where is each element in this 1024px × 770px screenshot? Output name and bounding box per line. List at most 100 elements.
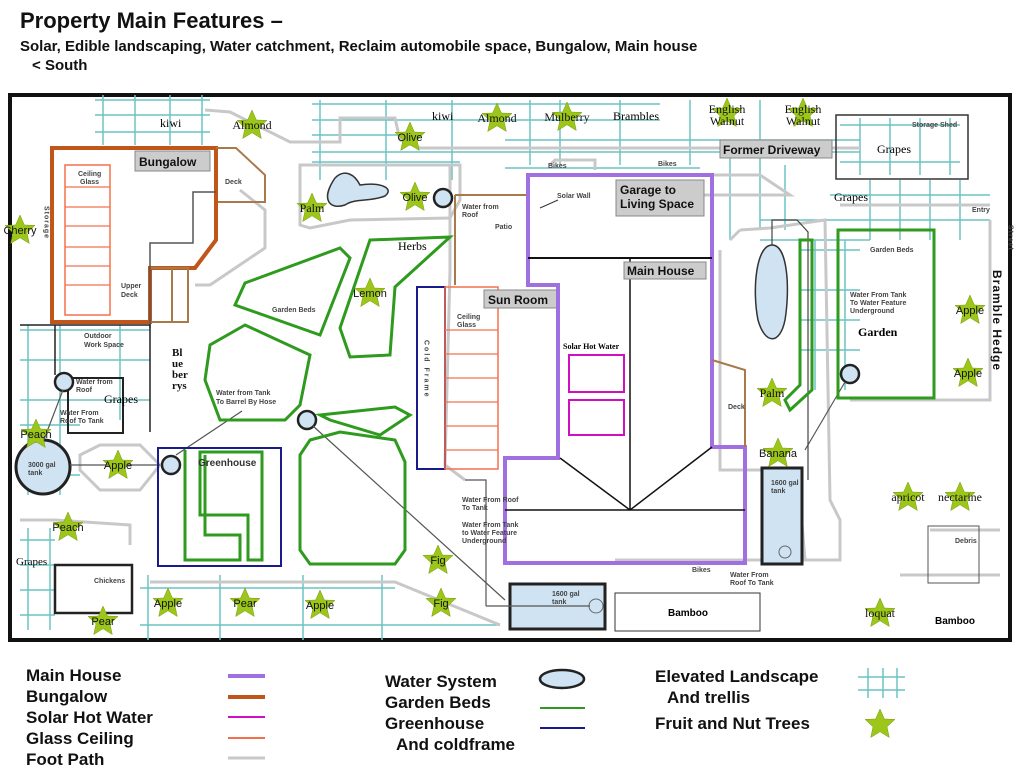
barrel-hose-label: To Barrel By Hose <box>216 399 276 406</box>
entry-label: Entry <box>972 207 990 214</box>
tree-apple: Apple <box>304 589 336 619</box>
chicken-coop <box>53 563 134 615</box>
tree-label: loquat <box>865 606 896 620</box>
tree-apple: Apple <box>102 449 134 479</box>
legend-coldframe: And coldframe <box>396 735 515 754</box>
roof-to-tank-label: Roof To Tank <box>60 418 104 425</box>
tank-label: 1600 gal <box>552 591 580 598</box>
direction-indicator: < South <box>32 57 87 74</box>
ceiling-glass-label: Glass <box>80 179 99 186</box>
patio-label: Patio <box>495 224 512 231</box>
tank-feature-label: Water From Tank <box>462 522 519 529</box>
bamboo-label: Bamboo <box>668 608 708 619</box>
garden-beds-label: Garden Beds <box>272 307 316 314</box>
property-boundary <box>8 93 1012 642</box>
roof-to-tank-label: To Tank <box>462 505 488 512</box>
rain-barrel <box>839 363 861 385</box>
tree-label: Almond <box>232 118 271 132</box>
rain-barrel <box>432 187 454 209</box>
tree-apple: Apple <box>954 294 986 324</box>
tree-palm: Palm <box>296 192 328 222</box>
tree-apple: Apple <box>152 587 184 617</box>
tree-peach: Peach <box>52 511 84 541</box>
herbs-label: Herbs <box>398 239 427 253</box>
roof-to-tank-label: Roof To Tank <box>730 580 774 587</box>
page-title: Property Main Features – <box>20 8 283 33</box>
legend-bungalow: Bungalow <box>26 687 108 706</box>
tree-label: Palm <box>760 386 785 400</box>
legend-garden-beds: Garden Beds <box>385 693 491 712</box>
ceiling-glass-label: Ceiling <box>78 171 101 178</box>
tree-pear: Pear <box>87 605 119 635</box>
legend-foot-path: Foot Path <box>26 750 104 769</box>
legend-fruit-trees: Fruit and Nut Trees <box>655 714 810 733</box>
debris-label: Debris <box>955 538 977 545</box>
cold-frame <box>416 286 446 470</box>
bikes-label: Bikes <box>548 163 567 170</box>
roof-to-tank-label: Water From <box>60 410 99 417</box>
tank-label: tank <box>552 599 567 606</box>
brambles-label: Brambles <box>613 109 659 123</box>
tank-feature-label: To Water Feature <box>850 300 907 307</box>
pond <box>326 172 389 207</box>
roof-to-tank-label: Water From Roof <box>462 497 519 504</box>
street-label: Street <box>1007 225 1014 251</box>
legend-swatch-trellis <box>858 668 905 698</box>
water-from-roof-label: Roof <box>76 387 93 394</box>
legend-water-system: Water System <box>385 672 497 691</box>
grapes-label: Grapes <box>834 190 868 204</box>
tree-fig: Fig <box>422 544 454 574</box>
kiwi-label: kiwi <box>160 116 182 130</box>
kiwi-label: kiwi <box>432 109 454 123</box>
tank-feature-label: to Water Feature <box>462 530 517 537</box>
tree-label: Mulberry <box>544 110 589 124</box>
solar-panel <box>568 399 625 436</box>
grapes-label: Grapes <box>104 392 138 406</box>
legend-solar-hot-water: Solar Hot Water <box>26 708 153 727</box>
storage-shed-label: Storage Shed <box>912 122 957 129</box>
outdoor-work-label: Outdoor <box>84 333 112 340</box>
tree-label: Fig <box>430 555 445 567</box>
tank-label: tank <box>771 488 786 495</box>
rain-barrel <box>160 454 182 476</box>
tree-almond: Almond <box>232 109 272 139</box>
former-driveway-label: Former Driveway <box>723 143 821 157</box>
upper-deck-label: Upper <box>121 283 142 290</box>
legend: Main House Bungalow Solar Hot Water Glas… <box>26 666 905 769</box>
greenhouse-label: Greenhouse <box>198 458 257 469</box>
tree-label: Lemon <box>353 288 387 300</box>
tree-label: Fig <box>433 598 448 610</box>
tree-peach: Peach <box>20 418 52 448</box>
garden-bed-right <box>836 228 936 400</box>
water-from-roof-label: Roof <box>462 212 479 219</box>
cold-frame-label: Cold Frame <box>423 340 430 399</box>
rain-barrel <box>296 409 318 431</box>
page-subtitle: Solar, Edible landscaping, Water catchme… <box>20 38 698 55</box>
tree-label: apricot <box>891 490 925 504</box>
tree-label: Olive <box>397 132 422 144</box>
tree-label: Cherry <box>3 225 37 237</box>
tree-apple: Apple <box>952 357 984 387</box>
solar-hot-water-label: Solar Hot Water <box>563 342 620 351</box>
tree-label: Peach <box>20 429 51 441</box>
grapes-label: Grapes <box>877 142 911 156</box>
tree-apricot: apricot <box>891 481 925 511</box>
tree-loquat: loquat <box>864 597 896 627</box>
tree-pear: Pear <box>229 587 261 617</box>
